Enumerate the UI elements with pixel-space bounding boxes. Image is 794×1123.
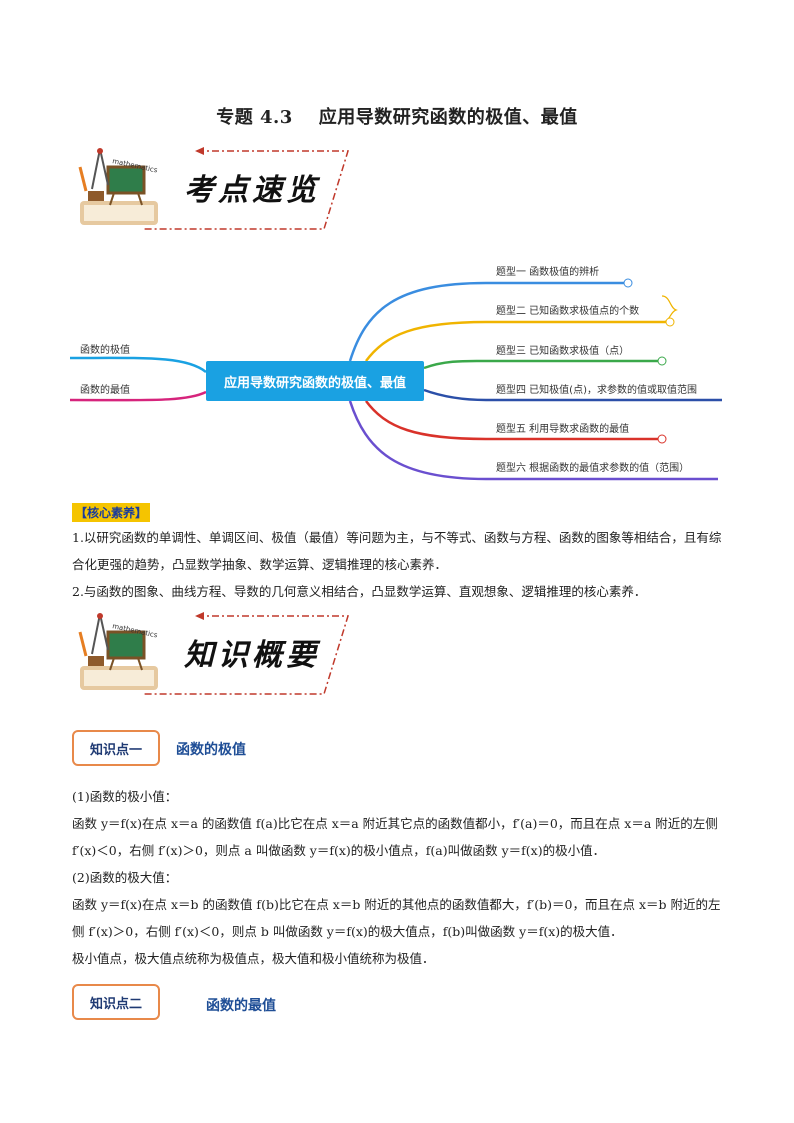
title-number: 专题 4.3 [216, 107, 293, 128]
banner-title: 知识概要 [184, 638, 320, 673]
right-label-3: 题型三 已知函数求极值（点） [496, 344, 629, 357]
right-label-6: 题型六 根据函数的最值求参数的值（范围） [496, 461, 689, 474]
title-text: 应用导数研究函数的极值、最值 [318, 107, 578, 128]
mind-map-center: 应用导数研究函数的极值、最值 [206, 361, 424, 401]
banner-frame: mathematics [78, 612, 350, 695]
right-label-5: 题型五 利用导数求函数的最值 [496, 422, 629, 435]
right-label-2: 题型二 已知函数求极值点的个数 [496, 304, 639, 317]
knowledge-label-2: 知识点二 [72, 984, 160, 1020]
left-label-2: 函数的最值 [80, 383, 130, 396]
knowledge-line-4: 函数 y＝f(x)在点 x＝b 的函数值 f(b)比它在点 x＝b 附近的其他点… [72, 897, 721, 939]
right-branch-2 [364, 320, 668, 362]
right-label-4: 题型四 已知极值(点)，求参数的值或取值范围 [496, 383, 697, 396]
page-title: 专题 4.3 应用导数研究函数的极值、最值 [0, 103, 794, 129]
node-dot-1 [623, 278, 633, 288]
knowledge-title-1: 函数的极值 [176, 742, 246, 758]
knowledge-line-1: (1)函数的极小值： [72, 789, 178, 804]
knowledge-line-2: 函数 y＝f(x)在点 x＝a 的函数值 f(a)比它在点 x＝a 附近其它点的… [72, 816, 718, 858]
knowledge-line-5: 极小值点，极大值点统称为极值点，极大值和极小值统称为极值． [72, 951, 435, 966]
right-branch-6 [348, 400, 718, 481]
banner-zhishi: mathematics 知识概要 [72, 610, 362, 700]
node-dot-5 [657, 434, 667, 444]
left-branch-1 [69, 356, 207, 373]
mind-map: 函数的极值 函数的最值 题型一 函数极值的辨析 题型二 已知函数求极值点的个数 … [66, 250, 736, 490]
left-label-1: 函数的极值 [80, 343, 130, 356]
core-tag: 【核心素养】 [72, 503, 151, 522]
node-dot-3 [657, 356, 667, 366]
right-branch-5 [364, 400, 660, 441]
right-branch-4 [423, 388, 722, 402]
banner-title: 考点速览 [184, 173, 320, 208]
right-branch-1 [348, 281, 626, 362]
knowledge-title-2: 函数的最值 [206, 998, 276, 1014]
node-dot-2 [665, 317, 675, 327]
left-branch-2 [69, 390, 207, 402]
right-branch-3 [423, 359, 660, 370]
core-line-2: 2.与函数的图象、曲线方程、导数的几何意义相结合，凸显数学运算、直观想象、逻辑推… [72, 584, 647, 599]
knowledge-label-1: 知识点一 [72, 730, 160, 766]
core-line-1: 1.以研究函数的单调性、单调区间、极值（最值）等问题为主，与不等式、函数与方程、… [72, 530, 722, 572]
banner-frame: mathematics [78, 147, 350, 230]
knowledge-line-3: (2)函数的极大值： [72, 870, 178, 885]
right-label-1: 题型一 函数极值的辨析 [496, 265, 599, 278]
banner-kaodian: mathematics 考点速览 [72, 145, 362, 235]
mind-map-branches: 函数的极值 函数的最值 题型一 函数极值的辨析 题型二 已知函数求极值点的个数 … [69, 265, 722, 481]
